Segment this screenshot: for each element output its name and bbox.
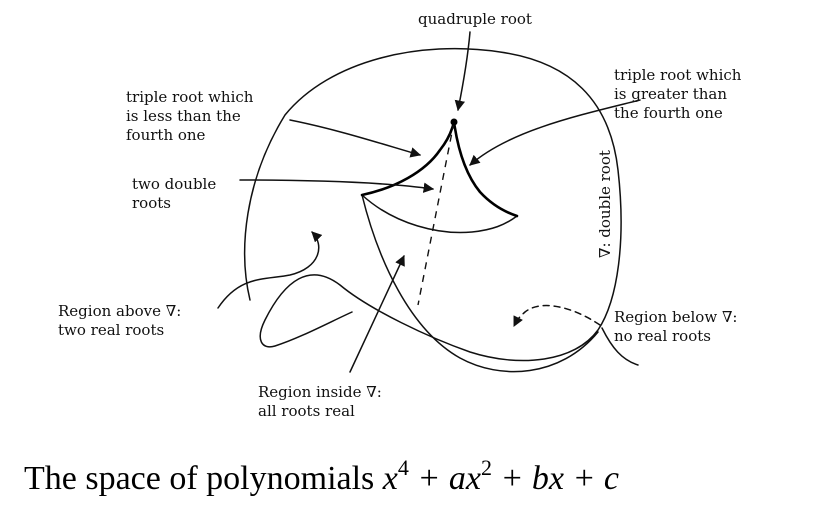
svg-text:is greater than: is greater than (614, 85, 727, 103)
cusp-edge-right (452, 120, 519, 218)
svg-text:triple root which: triple root which (614, 66, 742, 84)
label-region-below: Region below ∇: no real roots (614, 308, 737, 345)
label-double-root-surface: ∇: double root (596, 150, 614, 258)
arrow-region-below (513, 304, 601, 327)
svg-text:triple root which: triple root which (126, 88, 254, 106)
label-region-above: Region above ∇: two real roots (58, 302, 181, 339)
arrow-two-double (239, 179, 435, 193)
svg-text:two real roots: two real roots (58, 321, 164, 339)
svg-text:all roots real: all roots real (258, 402, 355, 420)
label-region-inside: Region inside ∇: all roots real (258, 383, 382, 420)
cusp-edge-left (360, 120, 456, 197)
svg-text:roots: roots (132, 194, 171, 212)
arrow-region-above (217, 231, 323, 309)
fold-curve-left (361, 194, 599, 373)
label-triple-greater: triple root which is greater than the fo… (614, 66, 742, 122)
quadruple-root-point (450, 118, 458, 126)
arrow-triple-greater (469, 99, 641, 166)
svg-text:is less than the: is less than the (126, 107, 241, 125)
svg-text:Region below ∇:: Region below ∇: (614, 308, 737, 326)
label-two-double-roots: two double roots (132, 175, 216, 212)
svg-text:the fourth one: the fourth one (614, 104, 723, 122)
double-root-intersection-line (417, 121, 455, 306)
arrow-region-inside (349, 255, 405, 373)
outer-surface-outline (243, 47, 622, 362)
curl-region-below (601, 327, 639, 366)
svg-text:no real roots: no real roots (614, 327, 711, 345)
arrow-triple-less (289, 119, 422, 158)
svg-text:Region above ∇:: Region above ∇: (58, 302, 181, 320)
label-quadruple-root: quadruple root (418, 10, 532, 28)
label-triple-less: triple root which is less than the fourt… (126, 88, 254, 144)
fold-curve-lower-bowl (361, 194, 518, 234)
arrow-quadruple-root (454, 31, 471, 112)
svg-text:Region inside ∇:: Region inside ∇: (258, 383, 382, 401)
svg-text:fourth one: fourth one (126, 126, 206, 144)
caption: The space of polynomials x4 + ax2 + bx +… (24, 455, 619, 497)
svg-text:two double: two double (132, 175, 216, 193)
